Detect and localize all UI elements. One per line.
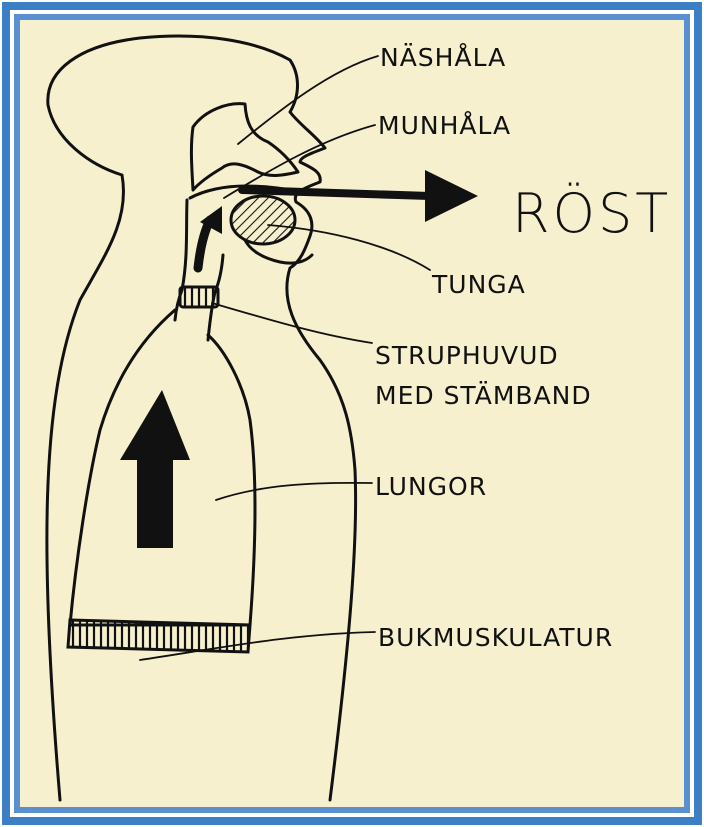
label-nashala: NÄSHÅLA bbox=[380, 43, 506, 72]
label-struphuvud-1: STRUPHUVUD bbox=[375, 341, 559, 370]
label-munhala: MUNHÅLA bbox=[378, 111, 511, 140]
label-lungor: LUNGOR bbox=[375, 472, 487, 501]
label-rost: RÖST bbox=[512, 182, 671, 245]
label-tunga: TUNGA bbox=[431, 270, 526, 299]
label-struphuvud-2: MED STÄMBAND bbox=[375, 381, 592, 410]
label-bukmuskulatur: BUKMUSKULATUR bbox=[378, 623, 613, 652]
paper-background bbox=[20, 20, 684, 807]
tongue bbox=[231, 196, 295, 244]
